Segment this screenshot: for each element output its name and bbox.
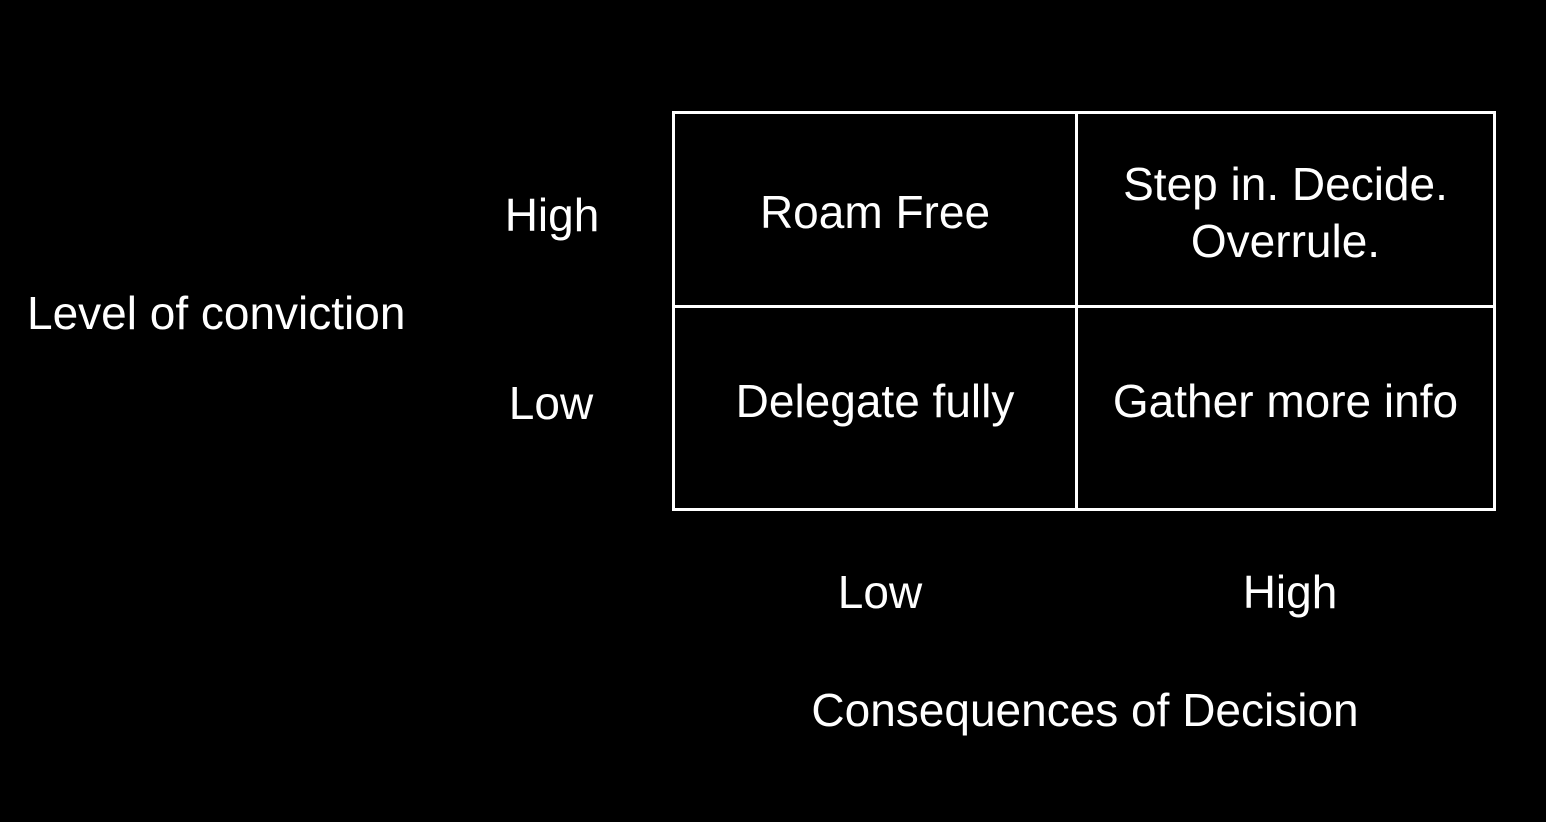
matrix-grid: Roam Free Step in. Decide. Overrule. Del…: [672, 111, 1496, 511]
y-axis-tick-low: Low: [508, 377, 594, 429]
quadrant-gather-more-info: Gather more info: [1078, 308, 1493, 508]
y-axis-title: Level of conviction: [27, 287, 406, 339]
y-axis-tick-high: High: [504, 189, 600, 241]
quadrant-step-in-line-2: Overrule.: [1190, 214, 1381, 267]
quadrant-step-in-decide-overrule: Step in. Decide. Overrule.: [1078, 114, 1493, 308]
quadrant-gather-more-info-label: Gather more info: [1112, 374, 1459, 427]
quadrant-delegate-fully: Delegate fully: [675, 308, 1078, 508]
quadrant-delegate-fully-label: Delegate fully: [735, 374, 1015, 427]
x-axis-title: Consequences of Decision: [811, 684, 1359, 736]
x-axis-tick-low: Low: [837, 566, 923, 618]
quadrant-roam-free: Roam Free: [675, 114, 1078, 308]
x-axis-tick-high: High: [1242, 566, 1338, 618]
quadrant-step-in-line-1: Step in. Decide.: [1123, 157, 1448, 210]
quadrant-roam-free-label: Roam Free: [759, 186, 991, 238]
